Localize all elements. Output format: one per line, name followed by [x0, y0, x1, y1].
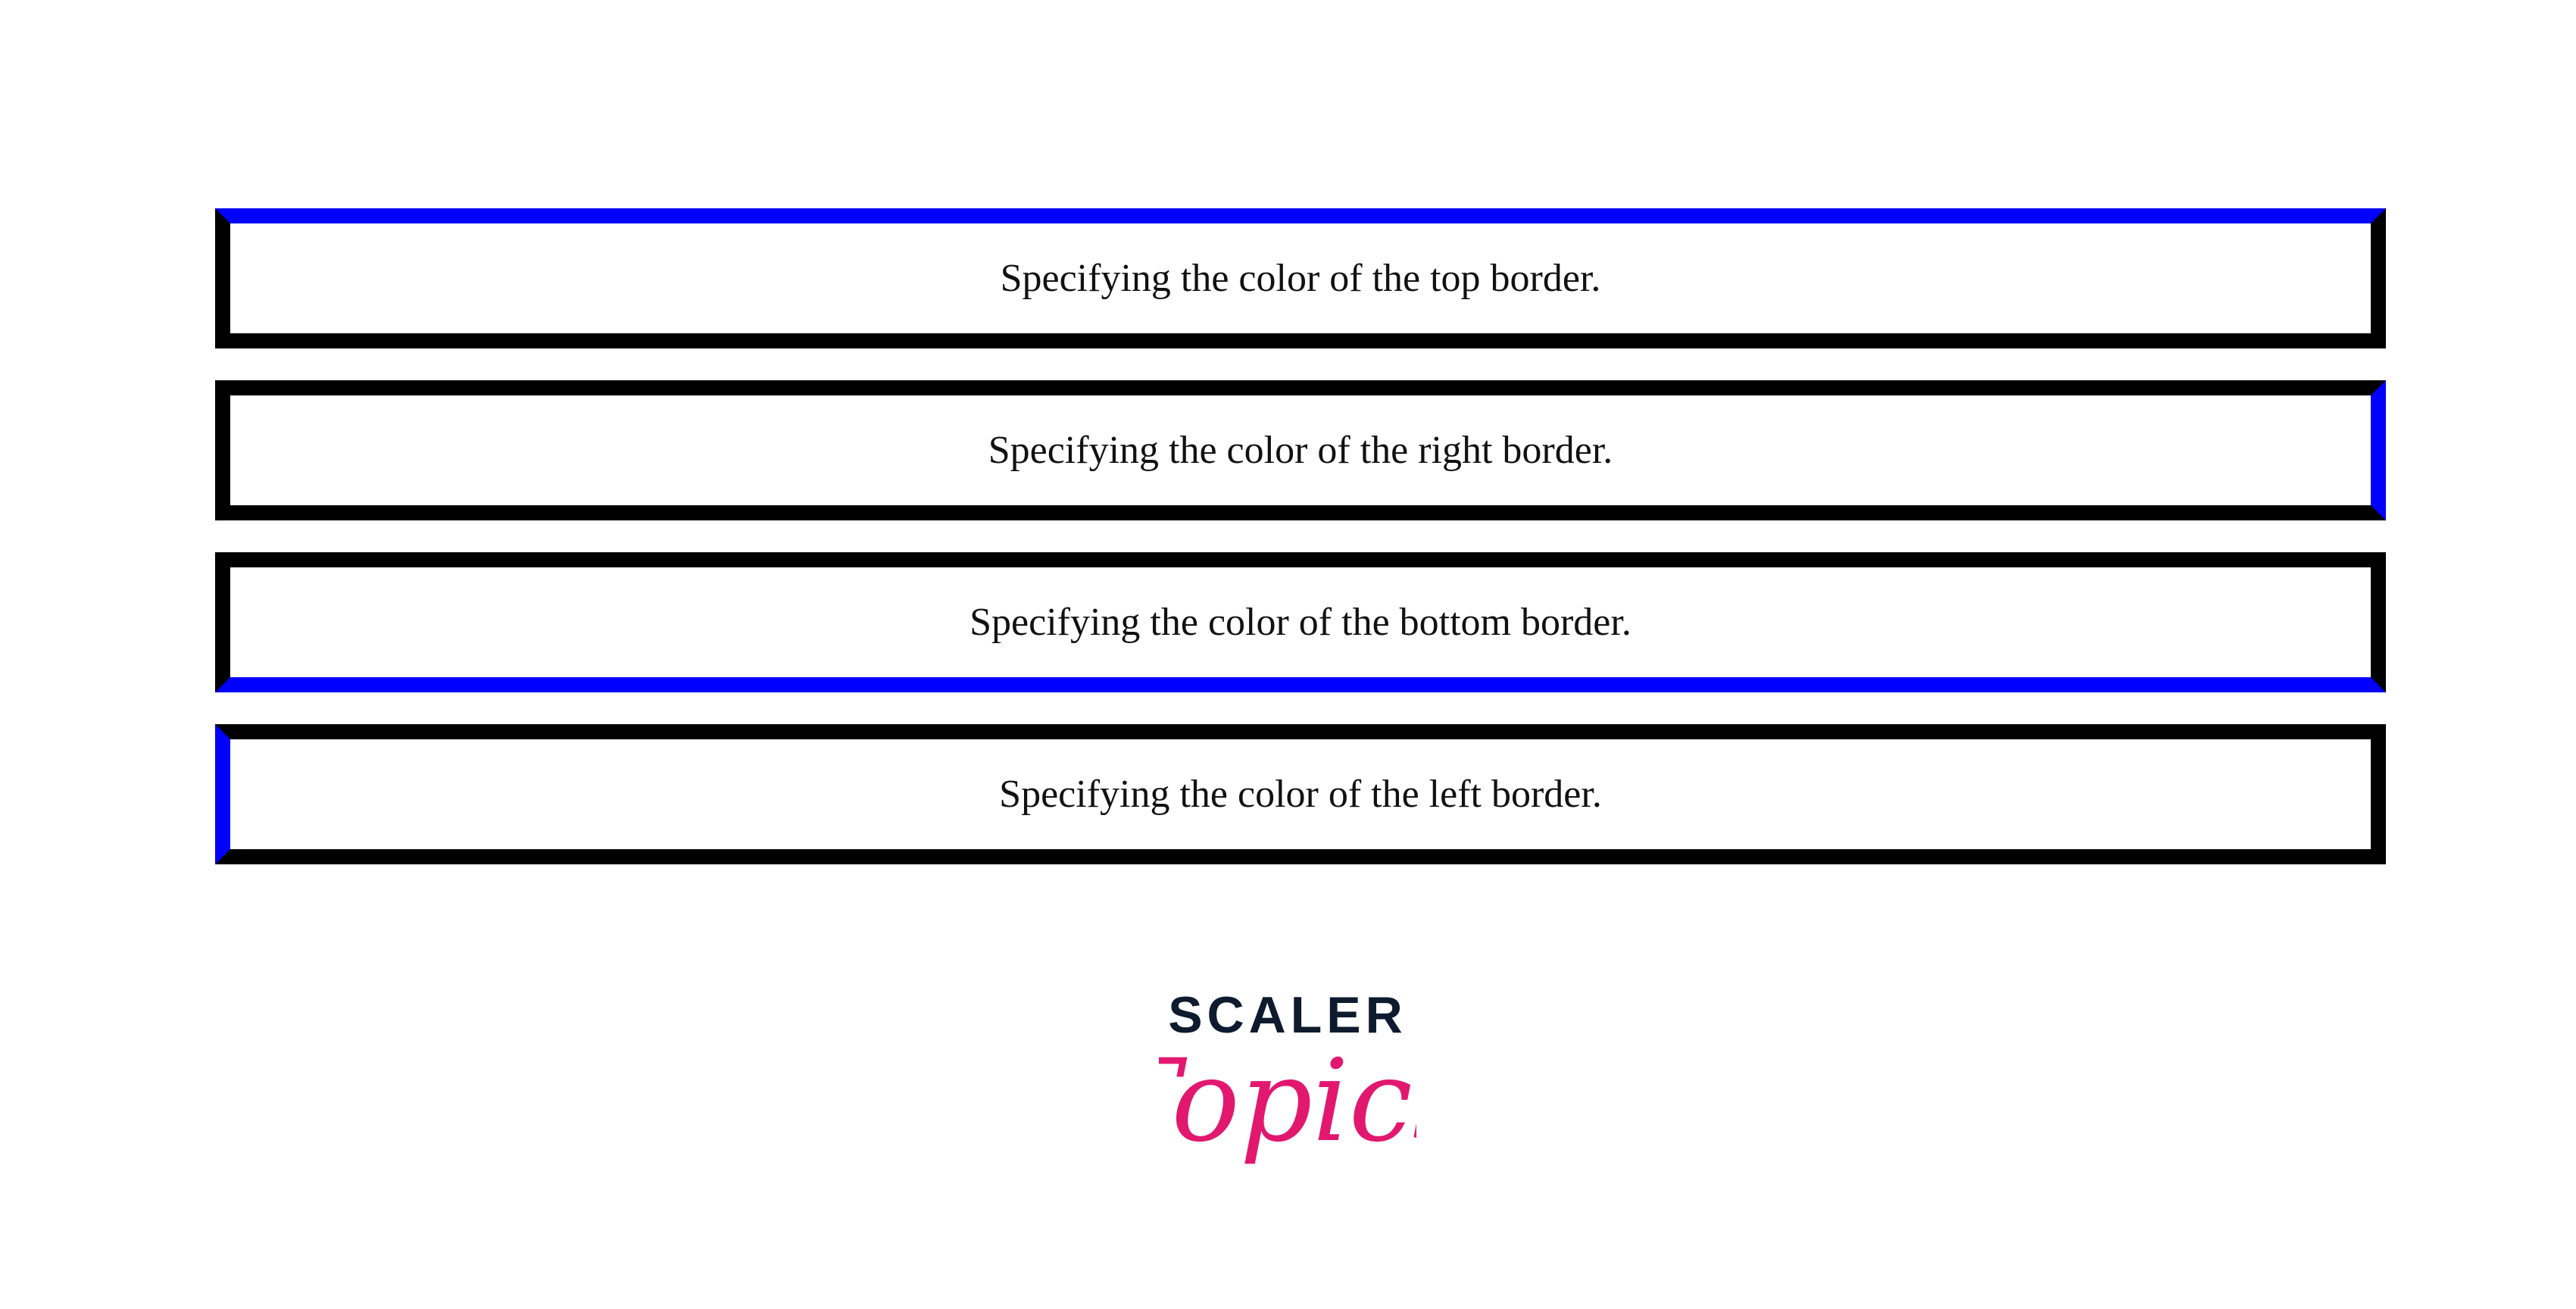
left-border-box: Specifying the color of the left border. [215, 724, 2386, 864]
logo-topics-script: Topics [1159, 1036, 1416, 1167]
right-border-box: Specifying the color of the right border… [215, 380, 2386, 520]
logo-scaler-wordmark: SCALER [1168, 986, 1407, 1044]
top-border-box: Specifying the color of the top border. [215, 208, 2386, 348]
logo-topics-text: Topics [1159, 1036, 1416, 1167]
bottom-border-box: Specifying the color of the bottom borde… [215, 552, 2386, 692]
bottom-border-box-text: Specifying the color of the bottom borde… [970, 601, 1631, 644]
scaler-topics-logo: SCALER Topics [1159, 985, 1416, 1212]
right-border-box-text: Specifying the color of the right border… [988, 429, 1613, 472]
left-border-box-text: Specifying the color of the left border. [999, 773, 1602, 816]
top-border-box-text: Specifying the color of the top border. [1000, 257, 1601, 300]
